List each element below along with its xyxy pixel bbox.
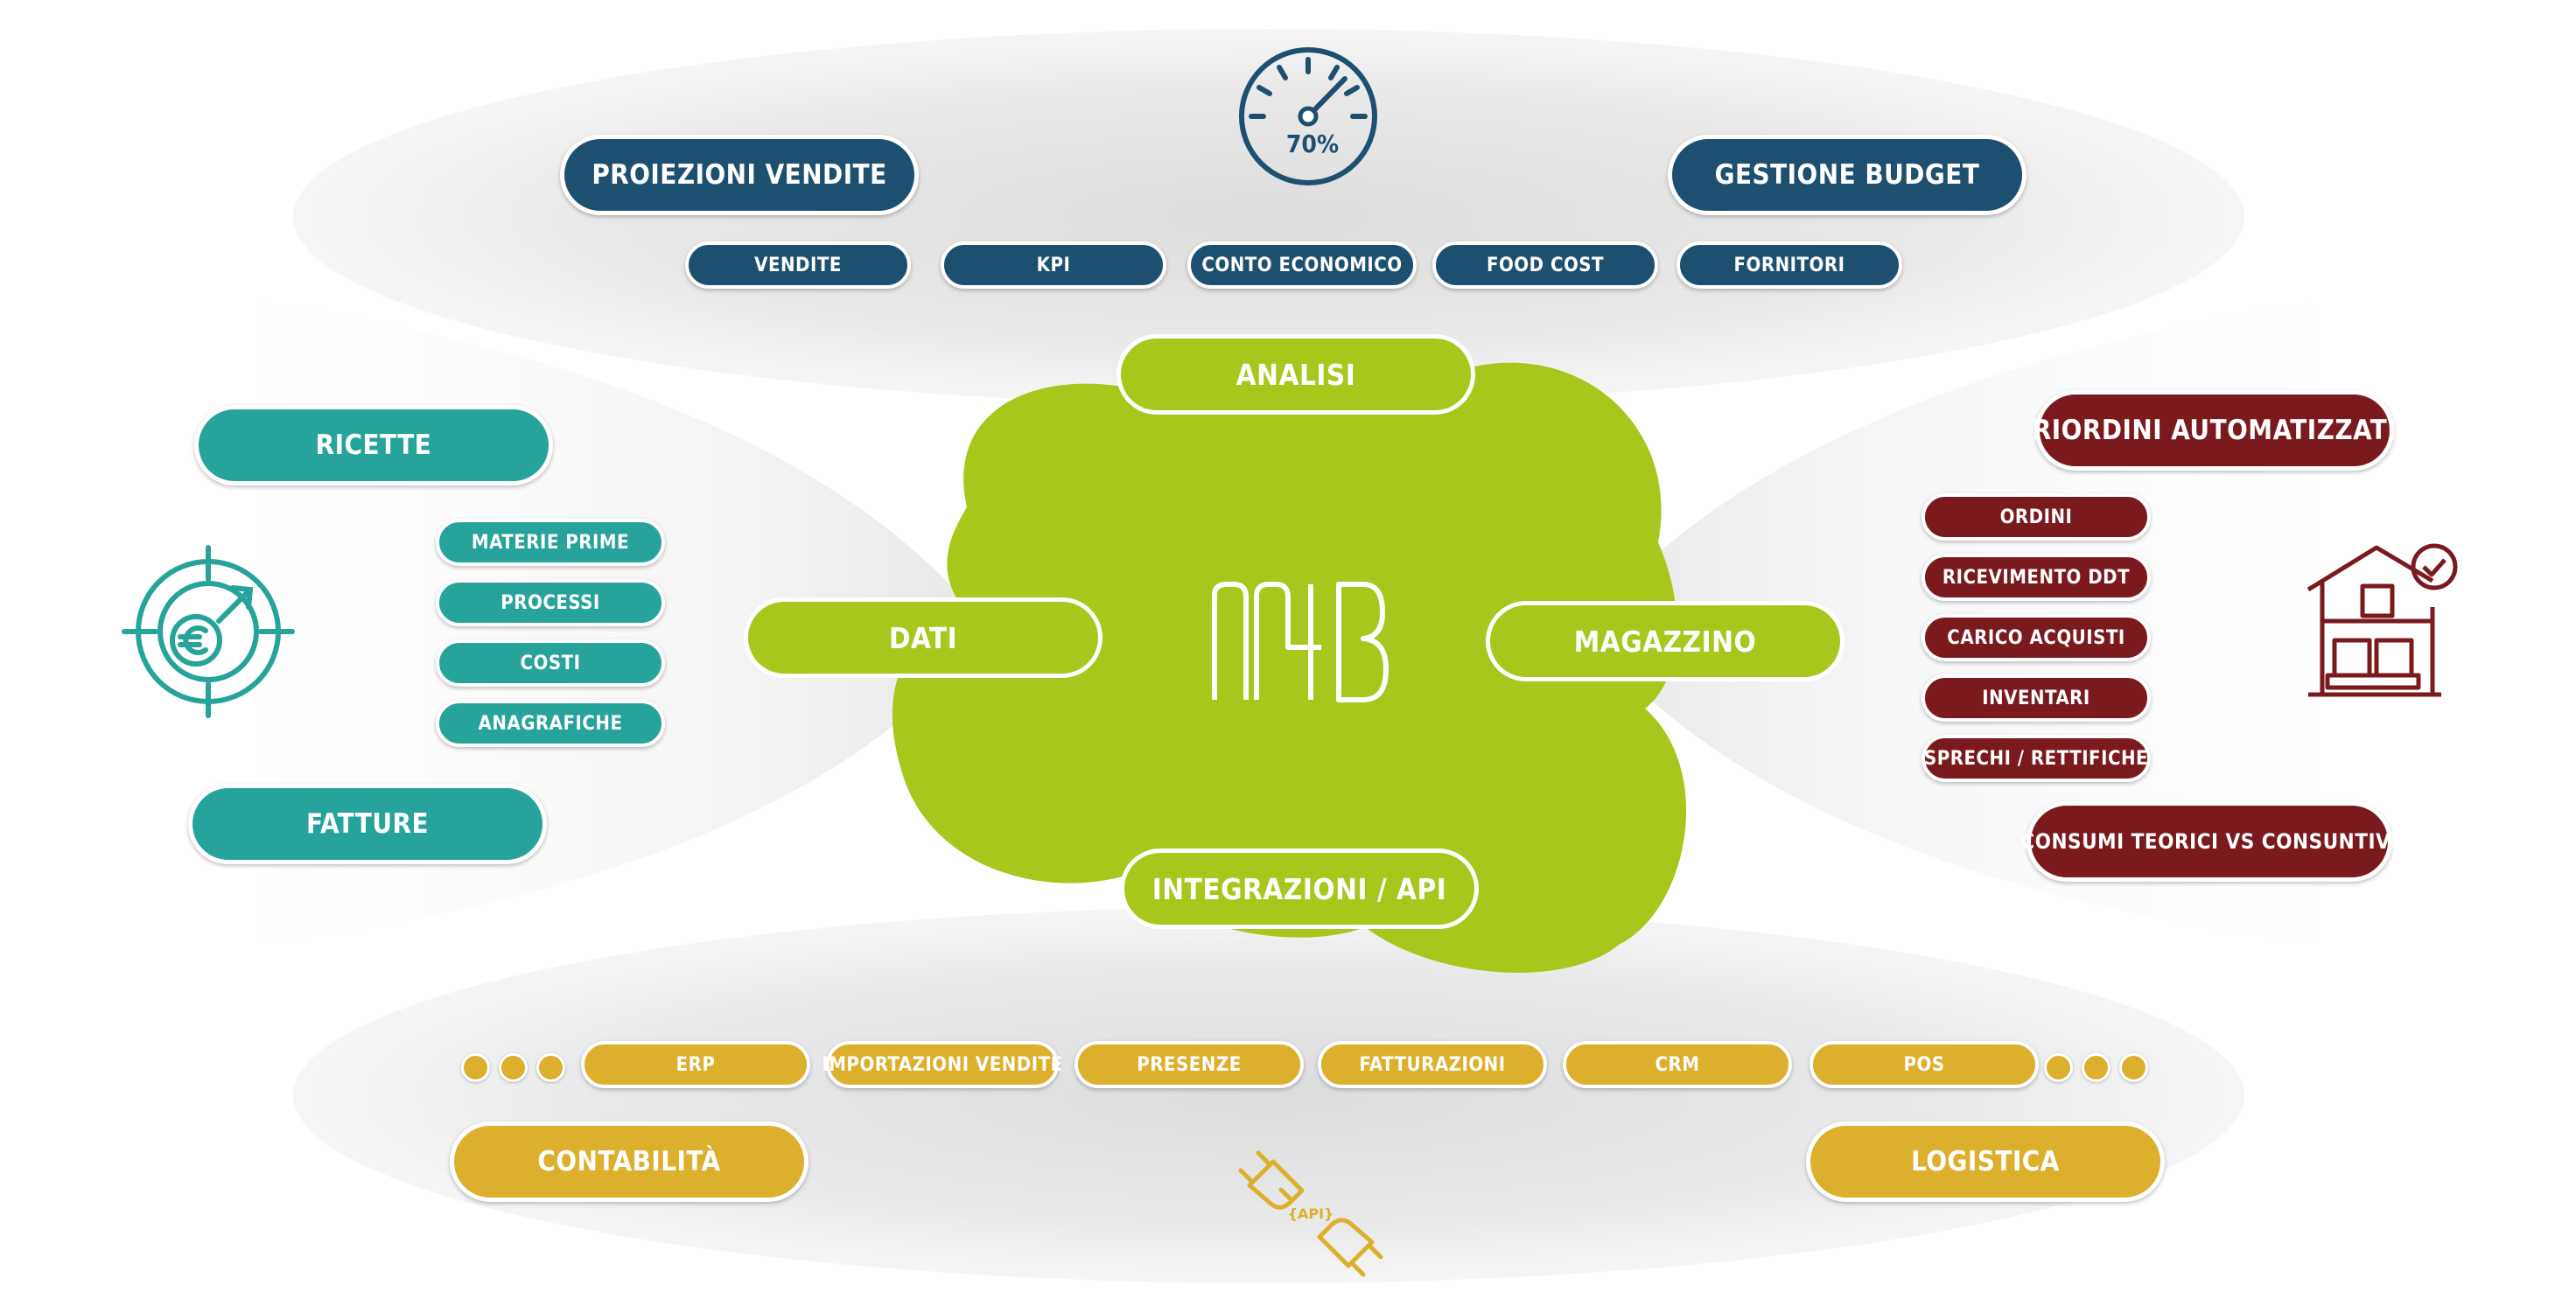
consumi-teorici-pill: CONSUMI TEORICI VS CONSUNTIVI (2020, 801, 2398, 882)
magazzino-pill: MAGAZZINO (1486, 601, 1844, 681)
right-item-carico-acquisti: CARICO ACQUISTI (1922, 614, 2151, 661)
logistica-pill: LOGISTICA (1806, 1121, 2165, 1202)
analisi-pill: ANALISI (1116, 334, 1475, 415)
left-item-materie-prime: MATERIE PRIME (436, 519, 665, 566)
top-item-fornitori: FORNITORI (1676, 241, 1902, 289)
gauge-percentage: 70% (1285, 129, 1340, 158)
bottom-item-fatturazioni: FATTURAZIONI (1318, 1041, 1547, 1088)
gestione-budget-pill: GESTIONE BUDGET (1668, 135, 2026, 215)
bottom-item-importazioni-vendite: IMPORTAZIONI VENDITE (822, 1041, 1062, 1088)
bottom-item-pos: POS (1810, 1041, 2039, 1088)
proiezioni-vendite-pill: PROIEZIONI VENDITE (560, 135, 919, 215)
right-item-ordini: ORDINI (1922, 493, 2151, 541)
top-item-food-cost: FOOD COST (1432, 241, 1658, 289)
ellipsis-dot (2044, 1053, 2073, 1082)
ellipsis-dot (2082, 1053, 2110, 1082)
bottom-item-presenze: PRESENZE (1074, 1041, 1304, 1088)
bottom-item-crm: CRM (1563, 1041, 1792, 1088)
fatture-pill: FATTURE (188, 784, 547, 864)
top-item-conto-economico: CONTO ECONOMICO (1187, 241, 1417, 289)
bottom-item-erp: ERP (581, 1041, 810, 1088)
integrazioni-api-pill: INTEGRAZIONI / API (1120, 849, 1479, 929)
warehouse-check-icon (2306, 543, 2458, 697)
dati-pill: DATI (744, 597, 1102, 678)
central-cloud (892, 343, 1687, 974)
api-plug-icon: {API} (1238, 1150, 1383, 1277)
top-item-vendite: VENDITE (685, 241, 911, 289)
right-item-sprechi-rettifiche: SPRECHI / RETTIFICHE (1922, 735, 2151, 782)
left-item-anagrafiche: ANAGRAFICHE (436, 700, 665, 747)
ellipsis-dot (461, 1053, 490, 1082)
api-label: {API} (1288, 1205, 1334, 1222)
gauge-icon (1239, 47, 1377, 185)
right-item-inventari: INVENTARI (1922, 674, 2151, 722)
ellipsis-dot (536, 1053, 565, 1082)
ellipsis-dot (499, 1053, 528, 1082)
left-item-processi: PROCESSI (436, 579, 665, 626)
euro-target-icon (122, 545, 295, 718)
contabilita-pill: CONTABILITÀ (450, 1121, 808, 1202)
mb-logo (1212, 582, 1389, 702)
ellipsis-dot (2119, 1053, 2148, 1082)
top-item-kpi: KPI (941, 241, 1166, 289)
left-item-costi: COSTI (436, 639, 665, 687)
ricette-pill: RICETTE (194, 405, 553, 485)
riordini-automatizzati-pill: RIORDINI AUTOMATIZZATI (2033, 390, 2397, 471)
right-item-ricevimento-ddt: RICEVIMENTO DDT (1922, 554, 2151, 601)
